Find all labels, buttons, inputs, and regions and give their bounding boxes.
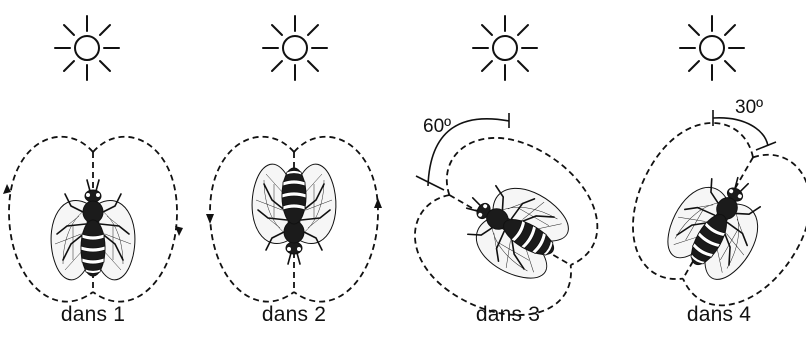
panel-label-4: dans 4 — [649, 303, 789, 327]
bee-icon — [449, 167, 577, 290]
sun-icon — [55, 16, 119, 80]
bee-icon — [51, 180, 135, 280]
sun-icon — [680, 16, 744, 80]
angle-label-60: 60º — [423, 116, 451, 138]
sun-icon — [473, 16, 537, 80]
bee-icon — [252, 164, 336, 264]
angle-label-30: 30º — [735, 97, 763, 119]
panel-label-3: dans 3 — [438, 303, 578, 327]
panel-label-1: dans 1 — [23, 303, 163, 327]
sun-icon — [263, 16, 327, 80]
panel-label-2: dans 2 — [224, 303, 364, 327]
bee-icon — [657, 160, 780, 288]
